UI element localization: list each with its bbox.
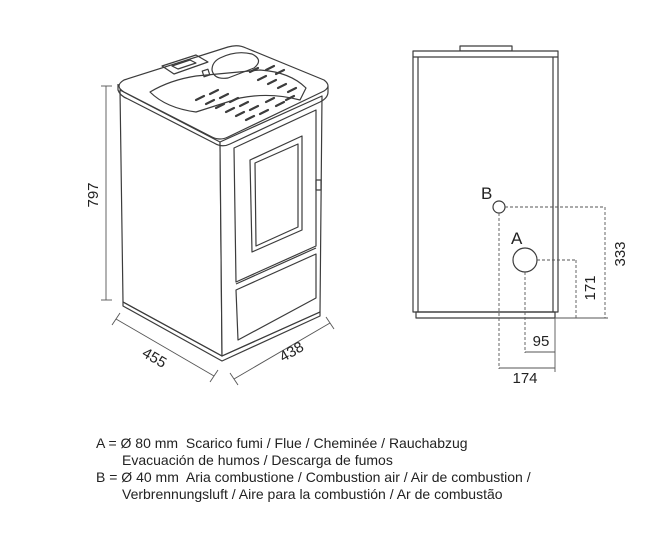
stove-base	[122, 301, 321, 362]
width-dimension-line	[233, 322, 331, 380]
rear-view: B A 95 174 333 171	[412, 45, 629, 387]
grille-slot	[238, 100, 250, 108]
door-handle	[315, 179, 322, 191]
control-panel	[161, 54, 209, 75]
top-plate-edge	[117, 84, 329, 147]
door-glass	[249, 135, 303, 253]
control-panel-display	[171, 59, 197, 70]
connection-a-label: A	[511, 229, 523, 248]
legend: A = Ø 80 mm Scarico fumi / Flue / Chemin…	[96, 435, 531, 502]
stove-top-face	[118, 45, 329, 140]
grille-slot	[224, 106, 236, 114]
control-button-icon	[201, 68, 211, 78]
height-dimension-label: 797	[85, 182, 102, 207]
legend-line-b: B = Ø 40 mm Aria combustione / Combustio…	[96, 469, 531, 485]
grille-slot	[276, 82, 288, 90]
grille-slot	[256, 74, 268, 82]
legend-line-b-cont: Verbrennungsluft / Aire para la combusti…	[122, 486, 503, 502]
door-frame	[233, 109, 317, 283]
width-dimension-tick	[325, 316, 335, 330]
depth-dimension-tick	[209, 369, 219, 383]
grille-slot	[208, 88, 220, 96]
grille-slot	[234, 110, 246, 118]
depth-dimension-label: 455	[139, 344, 169, 371]
a-offset-dimension-label: 95	[533, 333, 550, 350]
grille-slot	[284, 94, 296, 102]
grille-slot	[266, 78, 278, 86]
top-cover-recess	[149, 69, 307, 113]
door-divider	[235, 247, 317, 285]
grille-slot	[248, 66, 260, 74]
hopper-lid	[211, 52, 260, 79]
door-glass-inner	[254, 143, 299, 247]
grille-slot	[228, 96, 240, 104]
rear-foot	[415, 311, 556, 319]
top-grille	[194, 64, 298, 122]
width-dimension-tick	[229, 372, 239, 386]
b-height-dimension-label: 333	[612, 241, 629, 266]
legend-line-a-cont: Evacuación de humos / Descarga de fumos	[122, 452, 393, 468]
grille-slot	[264, 64, 276, 72]
depth-dimension-tick	[111, 312, 121, 326]
a-height-dimension-label: 171	[582, 275, 599, 300]
grille-slot	[204, 98, 216, 106]
isometric-view: 797 455 438	[85, 45, 335, 386]
grille-slot	[194, 94, 206, 102]
rear-body	[412, 50, 559, 313]
grille-slot	[248, 104, 260, 112]
rear-cap	[459, 45, 513, 52]
grille-slot	[244, 114, 256, 122]
grille-slot	[286, 86, 298, 94]
grille-slot	[258, 108, 270, 116]
connection-b-label: B	[481, 184, 492, 203]
grille-slot	[274, 100, 286, 108]
grille-slot	[274, 68, 286, 76]
width-dimension-label: 438	[277, 338, 307, 365]
grille-slot	[214, 102, 226, 110]
b-offset-dimension-label: 174	[512, 370, 537, 387]
depth-dimension-line	[115, 318, 215, 377]
grille-slot	[218, 92, 230, 100]
legend-line-a: A = Ø 80 mm Scarico fumi / Flue / Chemin…	[96, 435, 468, 451]
ash-drawer	[235, 253, 317, 341]
grille-slot	[264, 96, 276, 104]
